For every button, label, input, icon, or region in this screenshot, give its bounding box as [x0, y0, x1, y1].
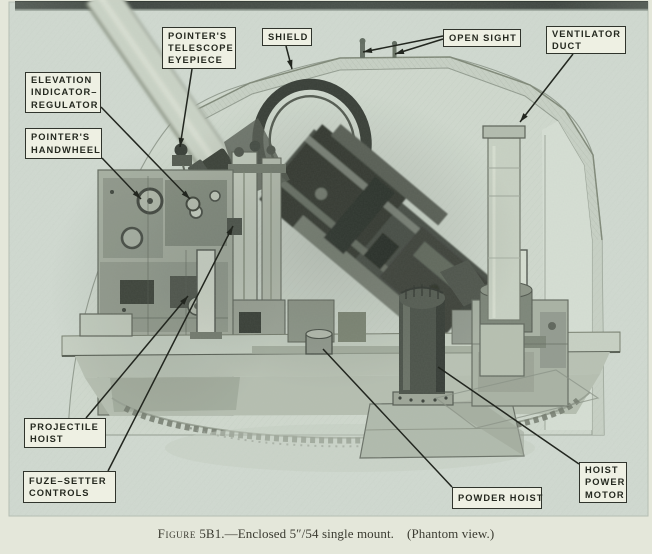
callout-pointers-telescope-eyepiece: POINTER'S TELESCOPE EYEPIECE — [162, 27, 236, 69]
leader-line-ventilator-duct — [519, 53, 574, 123]
leader-arrowhead-ventilator-duct — [520, 113, 528, 122]
leader-line-pointers-handwheel — [101, 157, 142, 200]
leader-line-powder-hoist — [322, 348, 453, 488]
callout-shield: SHIELD — [262, 28, 312, 46]
caption-dash: — — [224, 526, 238, 541]
caption-title: Enclosed 5″/54 single mount. — [237, 526, 395, 541]
callout-hoist-power-motor: HOIST POWER MOTOR — [579, 462, 627, 503]
callout-text-open-sight: OPEN SIGHT — [449, 32, 517, 43]
caption-number-text: 5B1. — [199, 526, 225, 541]
caption-figure-number: 5B1. — [196, 526, 225, 541]
leader-arrowhead-pointers-handwheel — [132, 190, 141, 199]
callout-text-pointers-telescope-eyepiece: POINTER'S TELESCOPE EYEPIECE — [168, 30, 234, 66]
leader-arrowhead-open-sight — [363, 47, 373, 53]
callout-text-powder-hoist: POWDER HOIST — [458, 492, 544, 503]
callout-open-sight: OPEN SIGHT — [443, 29, 521, 47]
figure-caption: Figure 5B1.—Enclosed 5″/54 single mount.… — [0, 526, 652, 542]
leader-arrowhead-projectile-hoist — [180, 296, 188, 305]
leader-line-fuze-setter-controls — [107, 225, 234, 472]
leader-arrowhead-elevation-indicator-regulator — [181, 190, 190, 199]
caption-view: (Phantom view.) — [407, 526, 495, 541]
callout-text-fuze-setter-controls: FUZE–SETTER CONTROLS — [29, 475, 107, 498]
leader-line-pointers-telescope-eyepiece — [179, 68, 193, 148]
leader-arrowhead-pointers-telescope-eyepiece — [178, 137, 185, 147]
callout-text-ventilator-duct: VENTILATOR DUCT — [552, 28, 622, 51]
callout-elevation-indicator-regulator: ELEVATION INDICATOR– REGULATOR — [25, 72, 101, 113]
callout-text-pointers-handwheel: POINTER'S HANDWHEEL — [31, 132, 101, 155]
leader-line-projectile-hoist — [85, 295, 189, 419]
leader-arrowhead-shield — [287, 59, 293, 69]
callout-ventilator-duct: VENTILATOR DUCT — [546, 26, 626, 54]
leader-line-open-sight — [362, 35, 444, 53]
leader-arrowhead-fuze-setter-controls — [226, 226, 233, 236]
leader-line-elevation-indicator-regulator — [100, 106, 191, 200]
callout-text-projectile-hoist: PROJECTILE HOIST — [30, 421, 99, 444]
callout-powder-hoist: POWDER HOIST — [452, 487, 542, 509]
callout-text-shield: SHIELD — [268, 31, 309, 42]
leader-arrowhead-open-sight — [395, 48, 405, 54]
caption-figure-word: Figure — [157, 526, 196, 541]
callout-fuze-setter-controls: FUZE–SETTER CONTROLS — [23, 471, 116, 503]
callout-pointers-handwheel: POINTER'S HANDWHEEL — [25, 128, 102, 159]
leader-line-hoist-power-motor — [437, 366, 580, 465]
callout-text-hoist-power-motor: HOIST POWER MOTOR — [585, 465, 626, 500]
callout-projectile-hoist: PROJECTILE HOIST — [24, 418, 106, 448]
callout-text-elevation-indicator-regulator: ELEVATION INDICATOR– REGULATOR — [31, 75, 99, 110]
